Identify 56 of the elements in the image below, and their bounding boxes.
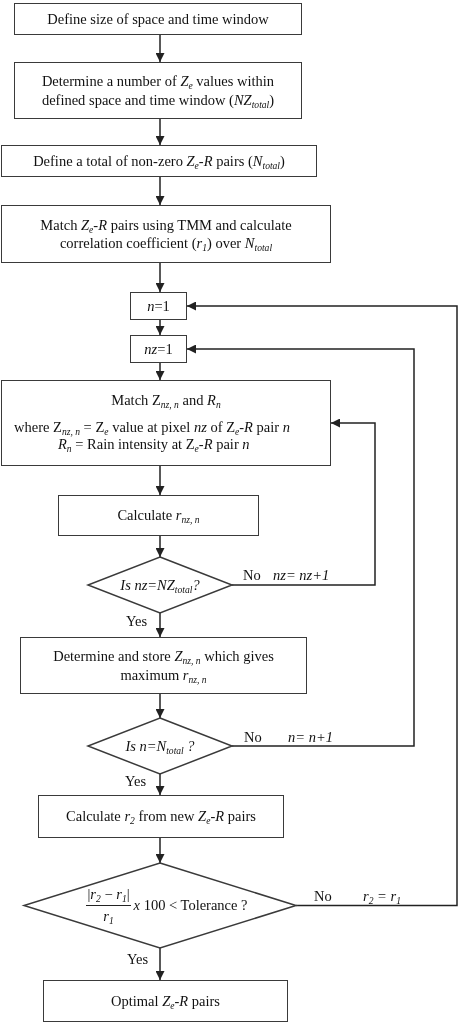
edge-label: No [313, 888, 333, 904]
edge-label: Yes [126, 951, 150, 967]
process-box [14, 3, 302, 35]
edge-label: No [243, 729, 263, 745]
process-box [130, 292, 187, 320]
flow-arrow [155, 262, 165, 293]
fraction-denominator: r$_{1}$ [103, 906, 114, 925]
flow-arrow [155, 837, 165, 864]
decision-diamond [88, 718, 232, 774]
step-text: n=1 [147, 296, 170, 316]
flow-arrow [155, 947, 165, 981]
edge-label: No [242, 567, 262, 583]
step-heading: Match Z$_{nz, n}$ and R$_{n}$ [110, 392, 222, 410]
decision-diamond [88, 557, 232, 613]
process-box [14, 62, 302, 119]
condition-text: Is n=N$_{total}$ ? [125, 736, 195, 756]
flow-arrow [155, 319, 165, 336]
assignment-label: n= n+1 [287, 729, 334, 745]
step-text: Match Z$_{e}$-R pairs using TMM and calculate correlation coefficient (r$_{1}$) over N$_{total}$ [39, 215, 293, 253]
flow-arrow [155, 612, 165, 638]
flow-arrow [186, 301, 458, 907]
step-text: Optimal Z$_{e}$-R pairs [111, 991, 220, 1011]
process-box [43, 980, 288, 1022]
flow-arrow [155, 465, 165, 496]
definition-text: R$_{n}$ = Rain intensity at Z$_{e}$-R pair n [57, 436, 251, 454]
flow-arrow [231, 418, 376, 586]
process-box [58, 495, 259, 536]
process-box [20, 637, 307, 694]
flow-arrow [155, 362, 165, 381]
assignment-label: nz= nz+1 [272, 567, 331, 583]
step-text: Determine and store Z$_{nz, n}$ which gives maximum r$_{nz, n}$ [52, 647, 275, 684]
definition-text: where Z$_{nz, n}$ = Z$_{e}$ value at pixel nz of Z$_{e}$-R pair n [13, 418, 291, 437]
condition-text: Is nz=NZ$_{total}$? [120, 575, 200, 595]
process-box [1, 380, 331, 466]
process-box [1, 145, 317, 177]
step-text: Determine a number of Z$_{e}$ values within defined space and time window (NZ$_{total}$) [40, 72, 276, 109]
flow-arrow [155, 693, 165, 719]
fraction-numerator: |r$_{2}$ − r$_{1}$| [86, 886, 131, 906]
decision-diamond [24, 863, 296, 948]
edge-label: Yes [124, 773, 148, 789]
flow-arrow [155, 535, 165, 558]
step-text: Define a total of non-zero Z$_{e}$-R pairs (N$_{total}$) [33, 151, 285, 171]
step-text: Calculate r$_{nz, n}$ [117, 506, 200, 525]
step-text: Define size of space and time window [47, 9, 269, 29]
process-box [38, 795, 284, 838]
flow-arrow [155, 34, 165, 63]
step-text: nz=1 [144, 339, 173, 359]
flow-arrow [155, 118, 165, 146]
flow-arrow [186, 344, 415, 747]
process-box [130, 335, 187, 363]
condition-text: x 100 < Tolerance ? [133, 896, 248, 915]
step-text: Calculate r$_{2}$ from new Z$_{e}$-R pairs [66, 807, 256, 826]
edge-label: Yes [125, 613, 149, 629]
flow-arrow [155, 773, 165, 796]
process-box [1, 205, 331, 263]
flow-arrow [155, 176, 165, 206]
